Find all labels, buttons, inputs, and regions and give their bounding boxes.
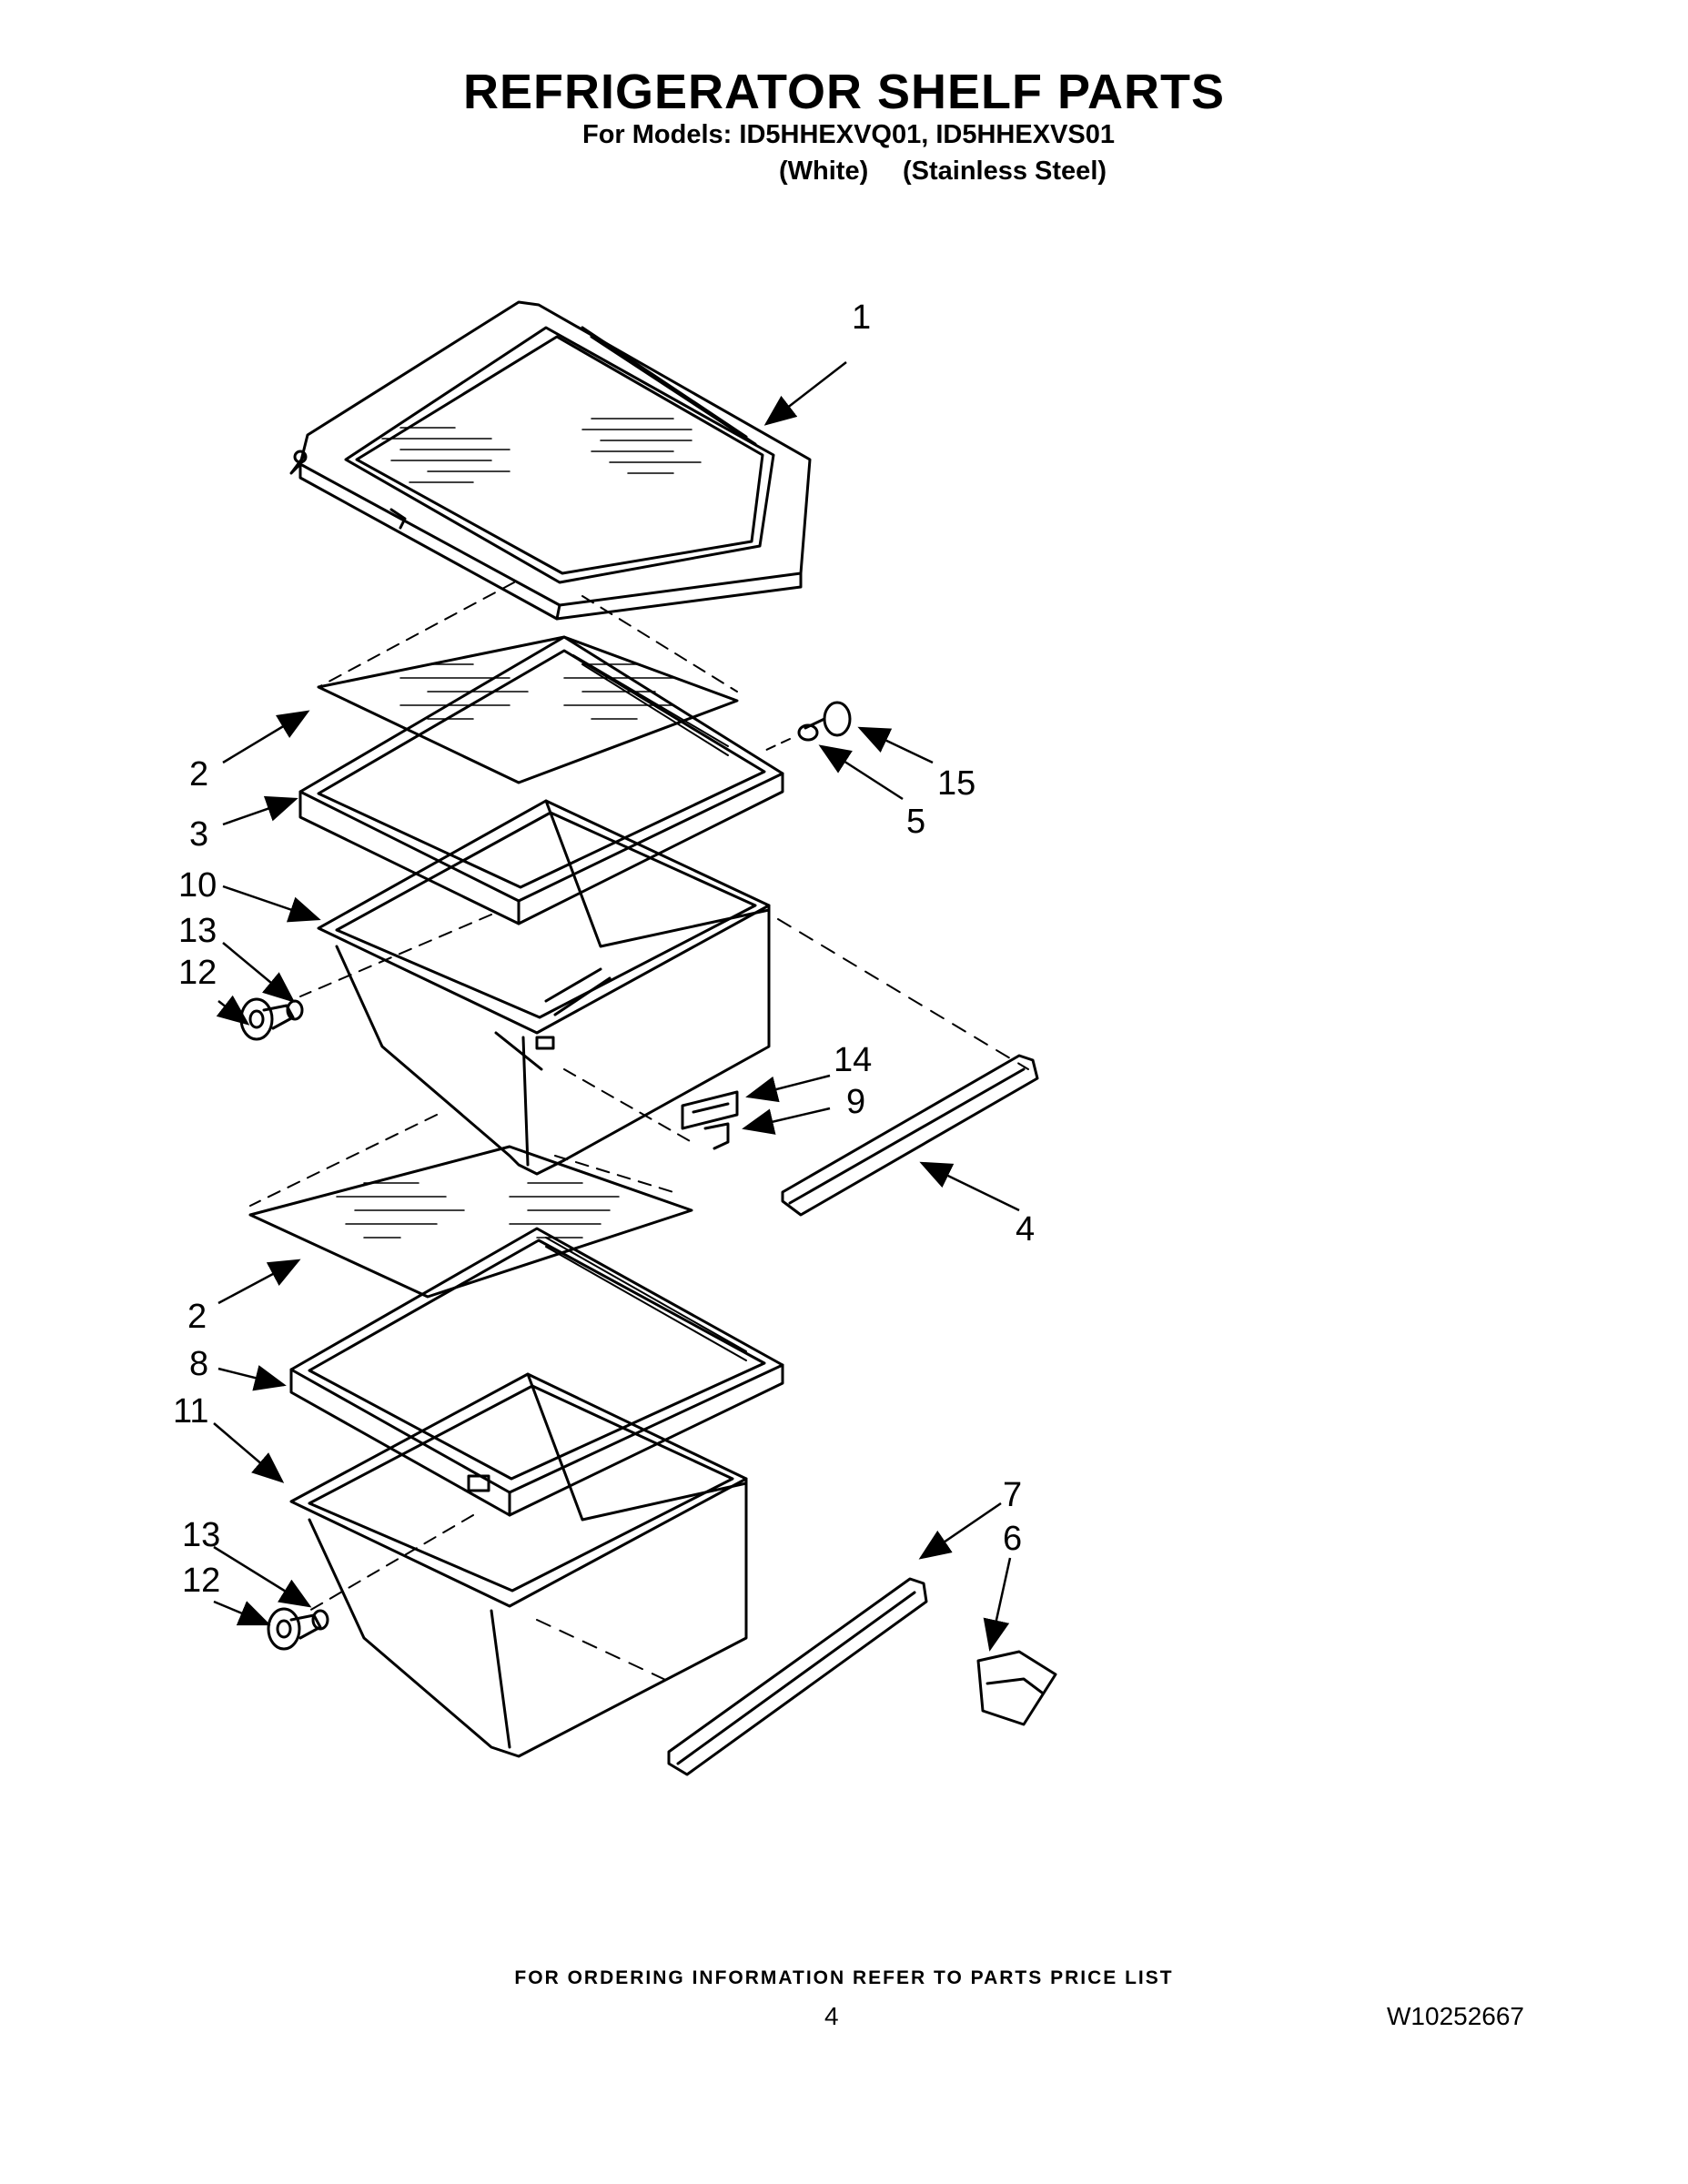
lower-roller-wheel bbox=[267, 1607, 329, 1651]
lower-crisper-cover bbox=[289, 1227, 784, 1517]
variant-white: (White) bbox=[779, 157, 869, 186]
callout-15: 15 bbox=[937, 764, 976, 803]
leader-11 bbox=[213, 1422, 285, 1483]
hinge-pin-15 bbox=[797, 701, 852, 742]
leader-12-lower bbox=[213, 1600, 271, 1626]
callout-12-upper: 12 bbox=[178, 954, 217, 992]
leader-5 bbox=[818, 744, 904, 801]
slide-clip-14 bbox=[681, 1090, 739, 1130]
callout-9: 9 bbox=[846, 1083, 866, 1121]
leader-8 bbox=[217, 1365, 287, 1391]
upper-glass-shelf bbox=[317, 635, 739, 784]
leader-14 bbox=[745, 1074, 831, 1103]
leader-13-lower bbox=[213, 1545, 312, 1608]
upper-crisper-cover bbox=[298, 635, 784, 925]
leader-7 bbox=[918, 1502, 1002, 1560]
leader-2-upper bbox=[222, 710, 310, 764]
leader-9 bbox=[742, 1107, 831, 1135]
slide-clip-9 bbox=[703, 1122, 730, 1150]
lower-crisper-drawer bbox=[289, 1372, 748, 1758]
ordering-note: FOR ORDERING INFORMATION REFER TO PARTS … bbox=[514, 1967, 1174, 1988]
page-number: 4 bbox=[824, 2002, 839, 2030]
callout-6: 6 bbox=[1003, 1520, 1023, 1558]
leader-3 bbox=[222, 795, 298, 826]
callout-5: 5 bbox=[906, 803, 926, 841]
callout-7: 7 bbox=[1003, 1476, 1023, 1514]
leader-15 bbox=[857, 726, 934, 764]
lower-rail bbox=[667, 1577, 928, 1776]
leader-4 bbox=[919, 1161, 1020, 1212]
leader-13-upper bbox=[222, 942, 296, 1003]
rail-clip-6 bbox=[976, 1650, 1057, 1726]
models-line: For Models: ID5HHEXVQ01, ID5HHEXVS01 bbox=[582, 120, 1115, 149]
upper-crisper-drawer bbox=[317, 799, 771, 1176]
callout-13-upper: 13 bbox=[178, 912, 217, 950]
document-number: W10252667 bbox=[1387, 2002, 1525, 2030]
top-shelf-assembly bbox=[289, 300, 812, 621]
leader-2-lower bbox=[217, 1259, 301, 1305]
leader-6 bbox=[983, 1557, 1012, 1652]
glass-hatching-1 bbox=[381, 418, 702, 483]
leader-10 bbox=[222, 885, 321, 923]
leader-12-upper bbox=[216, 995, 250, 1026]
callout-4: 4 bbox=[1016, 1210, 1036, 1249]
callout-3: 3 bbox=[189, 815, 209, 854]
variant-stainless: (Stainless Steel) bbox=[903, 157, 1107, 186]
callout-10: 10 bbox=[178, 866, 217, 905]
callout-2-lower: 2 bbox=[187, 1298, 207, 1336]
callout-8: 8 bbox=[189, 1345, 209, 1383]
callout-11: 11 bbox=[173, 1392, 209, 1431]
page-title: REFRIGERATOR SHELF PARTS bbox=[462, 65, 1226, 119]
callout-1: 1 bbox=[852, 298, 872, 337]
callout-13-lower: 13 bbox=[182, 1516, 221, 1554]
lower-glass-shelf bbox=[248, 1145, 693, 1299]
callout-12-lower: 12 bbox=[182, 1562, 221, 1600]
callout-14: 14 bbox=[834, 1041, 873, 1079]
upper-roller-wheel bbox=[239, 997, 304, 1041]
leader-1 bbox=[763, 361, 847, 426]
upper-rail bbox=[781, 1054, 1039, 1217]
callout-2-upper: 2 bbox=[189, 755, 209, 794]
